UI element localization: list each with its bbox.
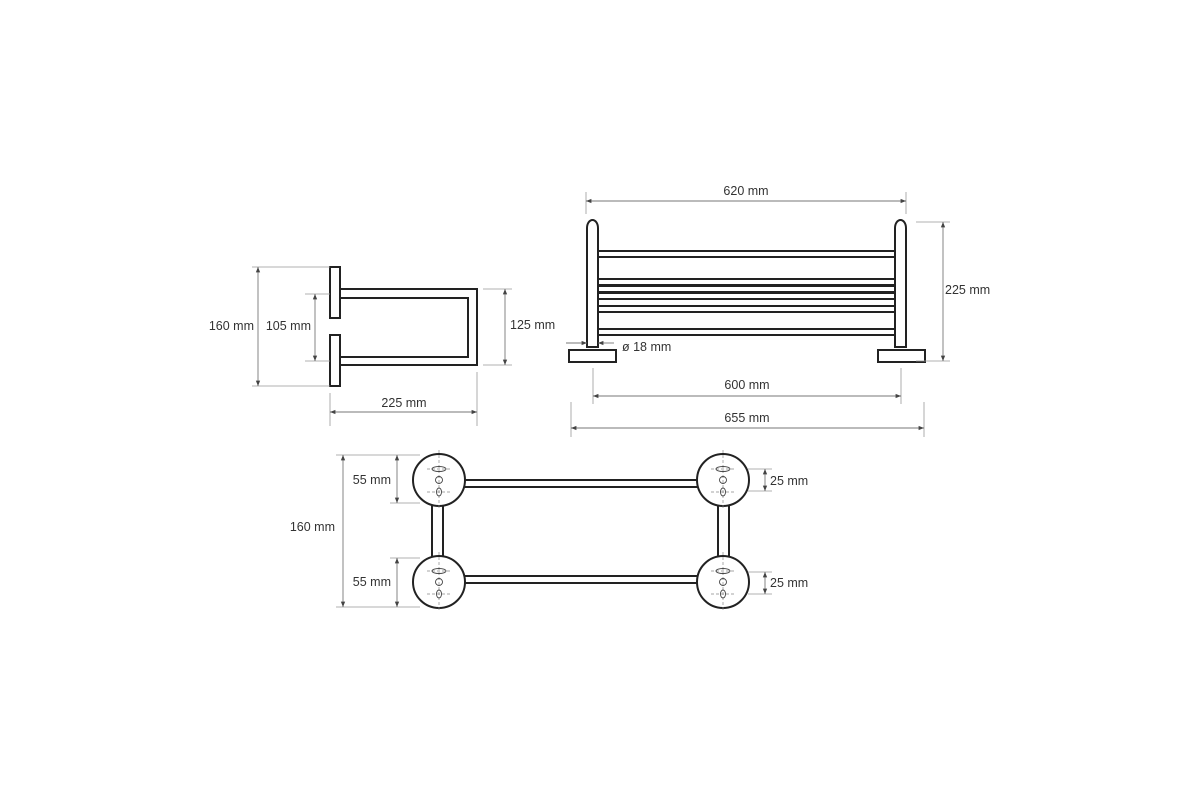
left-post — [586, 219, 599, 348]
outer-rail — [340, 288, 478, 366]
shelf-bar-1 — [595, 250, 899, 258]
shelf-bar-3 — [595, 285, 899, 293]
dim-label-600: 600 mm — [724, 378, 769, 392]
dim-label-125: 125 mm — [510, 318, 555, 332]
screw-hole-icon — [435, 476, 443, 484]
screw-hole-icon — [435, 578, 443, 586]
wall-disc-4 — [696, 552, 750, 612]
inner-rail — [340, 297, 469, 358]
wall-disc-1 — [412, 450, 466, 510]
dim-label-diameter: ø 18 mm — [622, 340, 671, 354]
dim-label-225-depth: 225 mm — [381, 396, 426, 410]
dim-label-55-upper: 55 mm — [353, 473, 391, 487]
left-base — [568, 349, 617, 363]
keyhole-slot-icon — [715, 466, 731, 472]
shelf-bar-6 — [595, 328, 899, 336]
wall-disc-3 — [412, 552, 466, 612]
dim-label-55-lower: 55 mm — [353, 575, 391, 589]
screw-hole-icon — [436, 589, 442, 599]
screw-hole-icon — [719, 578, 727, 586]
dim-label-25-lower: 25 mm — [770, 576, 808, 590]
left-connector — [431, 505, 444, 557]
keyhole-slot-icon — [715, 568, 731, 574]
lower-rail — [462, 575, 700, 584]
screw-hole-icon — [436, 487, 442, 497]
dim-label-25-upper: 25 mm — [770, 474, 808, 488]
side-view: 160 mm 105 mm 125 mm 225 mm — [209, 266, 555, 426]
screw-hole-icon — [719, 476, 727, 484]
lower-wall-plate — [329, 334, 341, 387]
right-post — [894, 219, 907, 348]
right-base — [877, 349, 926, 363]
front-view: 620 mm 225 mm ø 18 mm 600 mm 655 mm — [566, 184, 990, 437]
dim-label-160: 160 mm — [209, 319, 254, 333]
upper-rail — [462, 479, 700, 488]
shelf-bars — [595, 250, 899, 336]
right-connector — [717, 505, 730, 557]
shelf-bar-4 — [595, 292, 899, 300]
dim-label-655: 655 mm — [724, 411, 769, 425]
top-view: 160 mm 55 mm 55 mm 25 mm 25 mm — [290, 450, 808, 612]
keyhole-slot-icon — [431, 466, 447, 472]
wall-disc-2 — [696, 450, 750, 510]
dim-label-225-height: 225 mm — [945, 283, 990, 297]
shelf-bar-2 — [595, 278, 899, 286]
keyhole-slot-icon — [431, 568, 447, 574]
screw-hole-icon — [720, 487, 726, 497]
upper-wall-plate — [329, 266, 341, 319]
dim-label-105: 105 mm — [266, 319, 311, 333]
dim-label-160-top: 160 mm — [290, 520, 335, 534]
screw-hole-icon — [720, 589, 726, 599]
shelf-bar-5 — [595, 305, 899, 313]
dim-label-620: 620 mm — [723, 184, 768, 198]
